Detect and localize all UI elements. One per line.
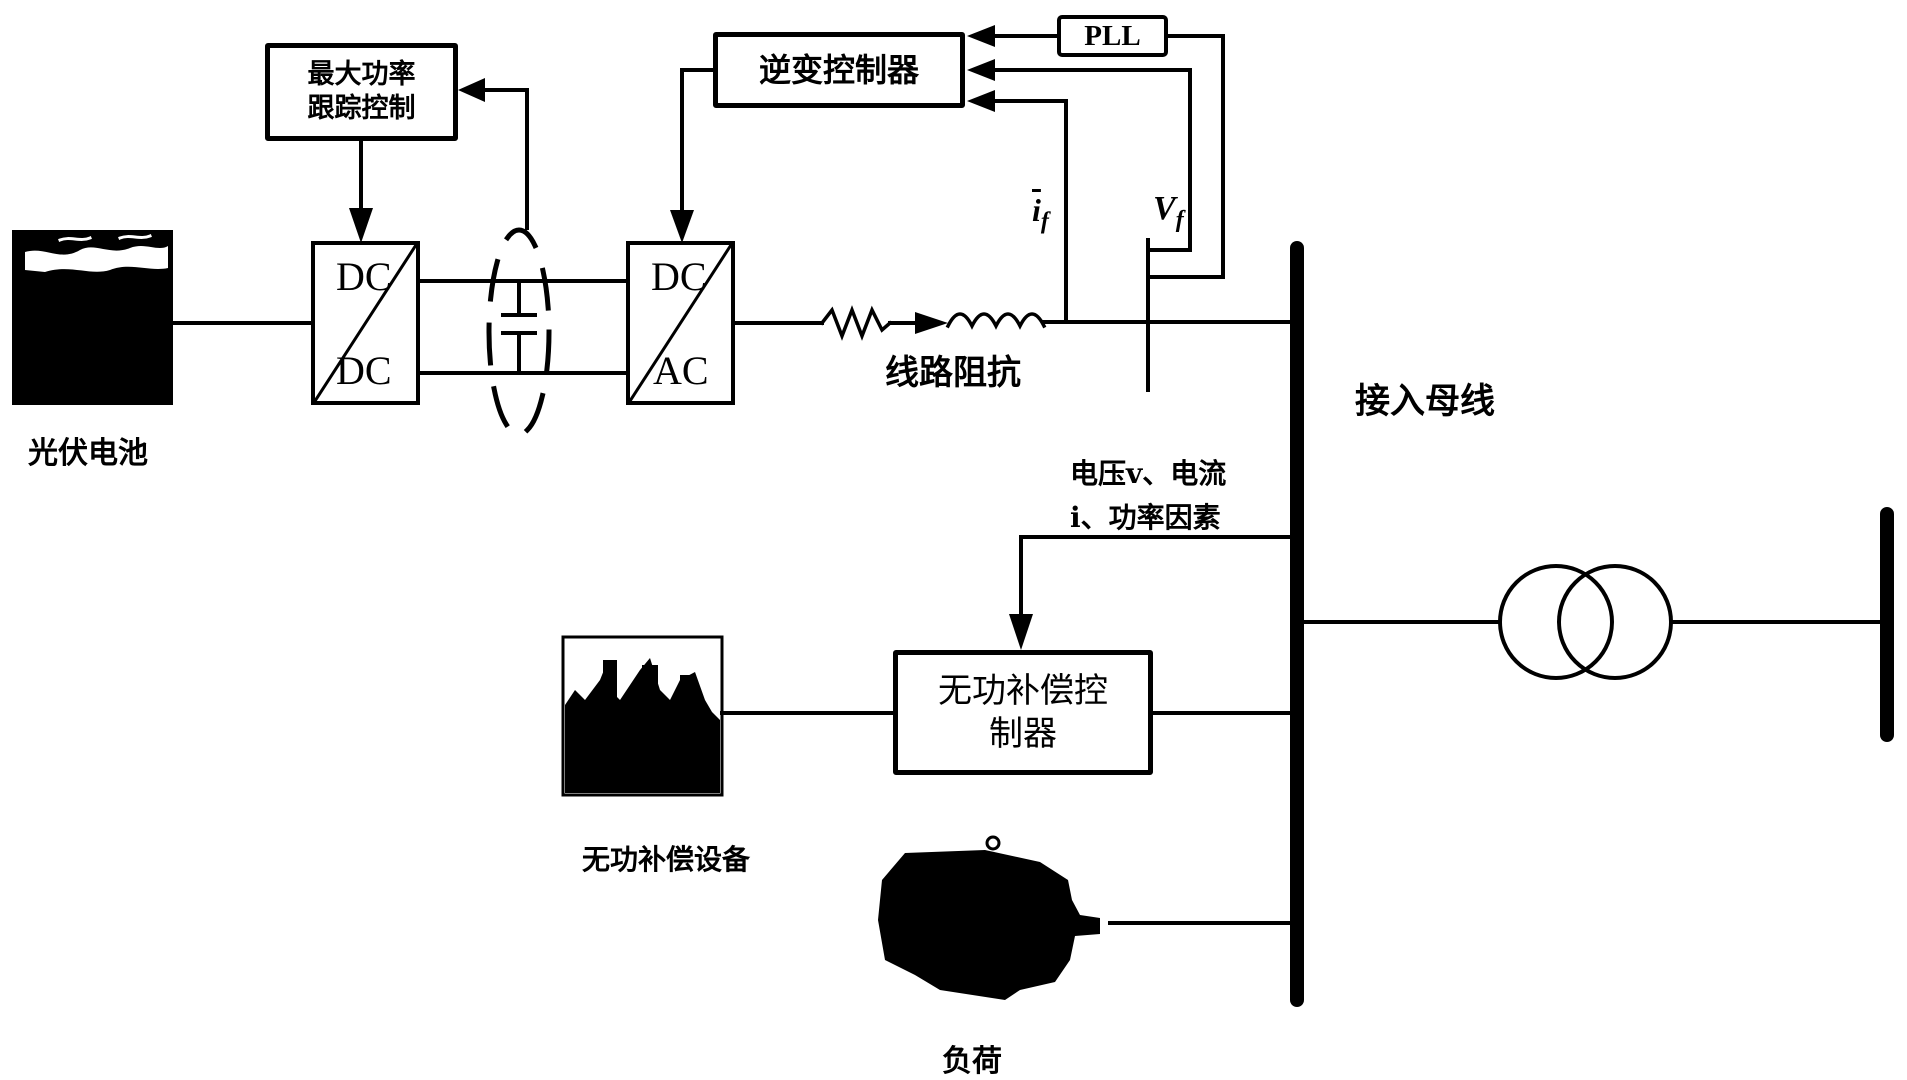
measurement-label-line1: 电压v、电流 [1070, 457, 1227, 490]
reactive-controller-block: 无功补偿控 制器 [893, 650, 1153, 775]
dcdc-bottom-label: DC [336, 348, 392, 393]
dc-link-capacitor-icon [501, 279, 537, 375]
capacitor-bank-icon [561, 635, 724, 797]
motor-icon [878, 835, 1100, 1000]
mppt-line2: 跟踪控制 [307, 93, 416, 124]
voltage-symbol: Vf [1153, 190, 1184, 234]
current-symbol-sub: f [1040, 208, 1049, 235]
mppt-line1: 最大功率 [307, 59, 416, 91]
line-impedance-label: 线路阻抗 [885, 353, 1021, 393]
pv-panel-icon [12, 230, 173, 405]
dcac-bottom-label: AC [653, 348, 709, 393]
current-direction-arrow [915, 312, 948, 334]
reactive-controller-line2: 制器 [989, 713, 1057, 754]
current-symbol: if [1032, 192, 1049, 235]
inverter-controller-block: 逆变控制器 [713, 32, 965, 108]
resistor-icon [819, 305, 893, 341]
measurement-label-line2: i、功率因素 [1070, 501, 1221, 534]
voltage-symbol-sub: f [1175, 206, 1184, 233]
pll-label: PLL [1084, 19, 1141, 52]
dc-link-dashed-ellipse [486, 227, 552, 437]
mppt-controller-block: 最大功率 跟踪控制 [265, 43, 458, 141]
pv-cell-label: 光伏电池 [28, 436, 148, 471]
dcdc-top-label: DC [336, 254, 392, 299]
reactive-device-label: 无功补偿设备 [582, 843, 751, 876]
load-label: 负荷 [942, 1044, 1002, 1079]
bus-label: 接入母线 [1355, 381, 1496, 422]
voltage-symbol-main: V [1153, 190, 1176, 227]
inductor-icon [945, 312, 1047, 330]
pll-block: PLL [1057, 15, 1168, 57]
current-symbol-main: i [1032, 192, 1041, 228]
inverter-controller-label: 逆变控制器 [758, 51, 919, 89]
dcac-top-label: DC [651, 254, 707, 299]
transformer-icon [1498, 564, 1673, 680]
reactive-controller-line1: 无功补偿控 [938, 671, 1108, 711]
